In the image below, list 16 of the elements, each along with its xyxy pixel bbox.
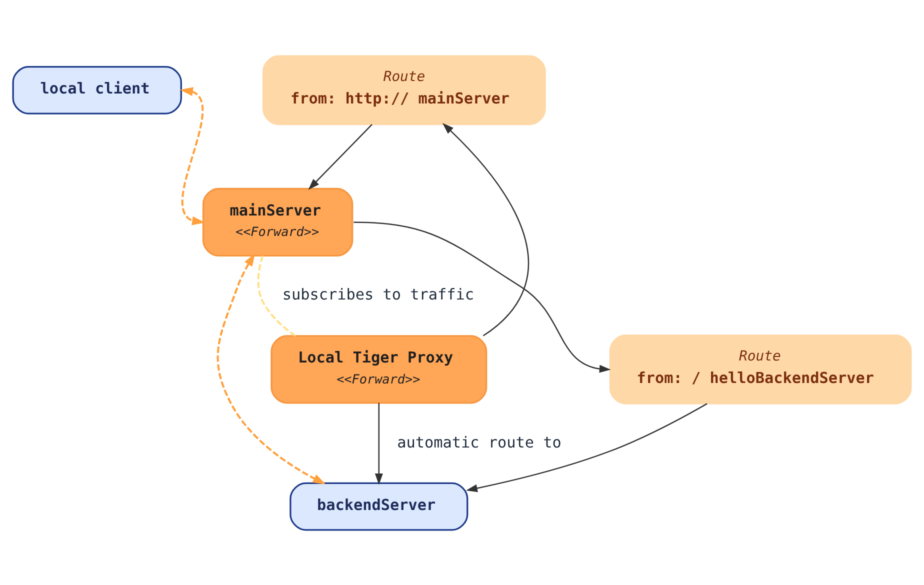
edge-label: automatic route to <box>397 432 562 451</box>
connector <box>257 254 296 336</box>
arrow <box>308 124 372 190</box>
arrow <box>180 86 206 225</box>
arrow <box>354 221 611 372</box>
node-box: backendServer <box>290 482 468 530</box>
node-box: Route from: / helloBackendServer <box>609 334 912 404</box>
node-box: local client <box>12 65 182 114</box>
arrow <box>466 402 708 492</box>
arrow <box>374 402 383 484</box>
edge-label: subscribes to traffic <box>282 284 474 303</box>
arrow <box>442 122 529 336</box>
arrow <box>216 252 326 484</box>
node-box: mainServer <<Forward>> <box>202 187 354 256</box>
node-box: Route from: http:// mainServer <box>262 54 546 125</box>
node-box: Local Tiger Proxy <<Forward>> <box>270 334 488 404</box>
